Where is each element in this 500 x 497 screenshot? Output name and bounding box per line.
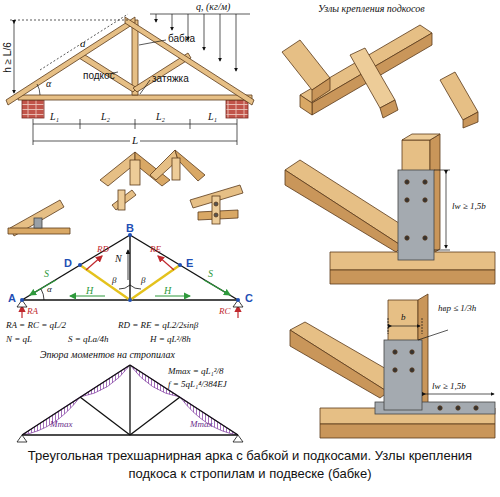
diagram-label: N = qL — [6, 335, 32, 345]
diagram-label: подкос — [83, 70, 115, 81]
diagram-label: α — [46, 78, 51, 89]
diagram-label: lw ≥ 1,5b — [432, 382, 466, 392]
diagram-label: E — [186, 257, 193, 269]
diagram-label: S — [44, 268, 49, 279]
diagram-label: RE — [150, 245, 161, 255]
diagram-label: Mmax — [190, 420, 213, 430]
diagram-label: L₁ — [208, 111, 217, 122]
diagram-label: b — [401, 313, 406, 323]
diagram-label: L — [130, 134, 140, 146]
diagram-label: RD = RE = qL2/2sinβ — [118, 321, 198, 331]
diagram-label: D — [64, 257, 72, 269]
diagram-label: β — [112, 276, 116, 286]
figure-caption: Треугольная трехшарнирная арка с бабкой … — [6, 447, 494, 482]
diagram-label: RD — [97, 245, 109, 255]
diagram-label: hвр ≤ 1/3h — [438, 304, 476, 314]
diagram-label: α — [47, 285, 52, 295]
diagram-label: S — [208, 268, 213, 279]
diagram-label: Узлы крепления подкосов — [318, 3, 425, 14]
diagram-label: затяжка — [152, 73, 189, 84]
diagram-label: β — [141, 276, 145, 286]
diagram-label: Mmax — [50, 420, 73, 430]
diagram-label: Mmax = qL₁²/8 — [168, 367, 223, 377]
diagram-label: Эпюра моментов на стропилах — [40, 349, 175, 360]
diagram-label: RA — [27, 307, 38, 317]
diagram-label: q, (кг/м) — [196, 1, 230, 12]
diagram-label: L₂ — [156, 111, 165, 122]
diagram-label: f = 5qL₁⁴/384EJ — [168, 380, 227, 390]
diagram-label: lw ≥ 1,5b — [452, 202, 486, 212]
diagram-label: N — [115, 253, 122, 264]
diagram-label: A — [8, 292, 16, 304]
diagram-label: H — [164, 285, 171, 296]
diagram-label: RA = RC = qL/2 — [6, 321, 66, 331]
diagram-label: бабка — [168, 33, 195, 44]
diagram-label: L₂ — [101, 111, 110, 122]
diagram-label: H = qL²/8h — [150, 335, 191, 345]
diagram-label: C — [245, 292, 253, 304]
diagram-label: a — [80, 37, 86, 49]
diagram-label: S = qLa/4h — [68, 335, 109, 345]
diagram-label: H — [86, 285, 93, 296]
diagram-label: B — [126, 222, 134, 234]
diagram-label: h ≥ L/6 — [2, 40, 13, 75]
diagram-label: L₁ — [50, 111, 59, 122]
diagram-label: RC — [219, 307, 231, 317]
